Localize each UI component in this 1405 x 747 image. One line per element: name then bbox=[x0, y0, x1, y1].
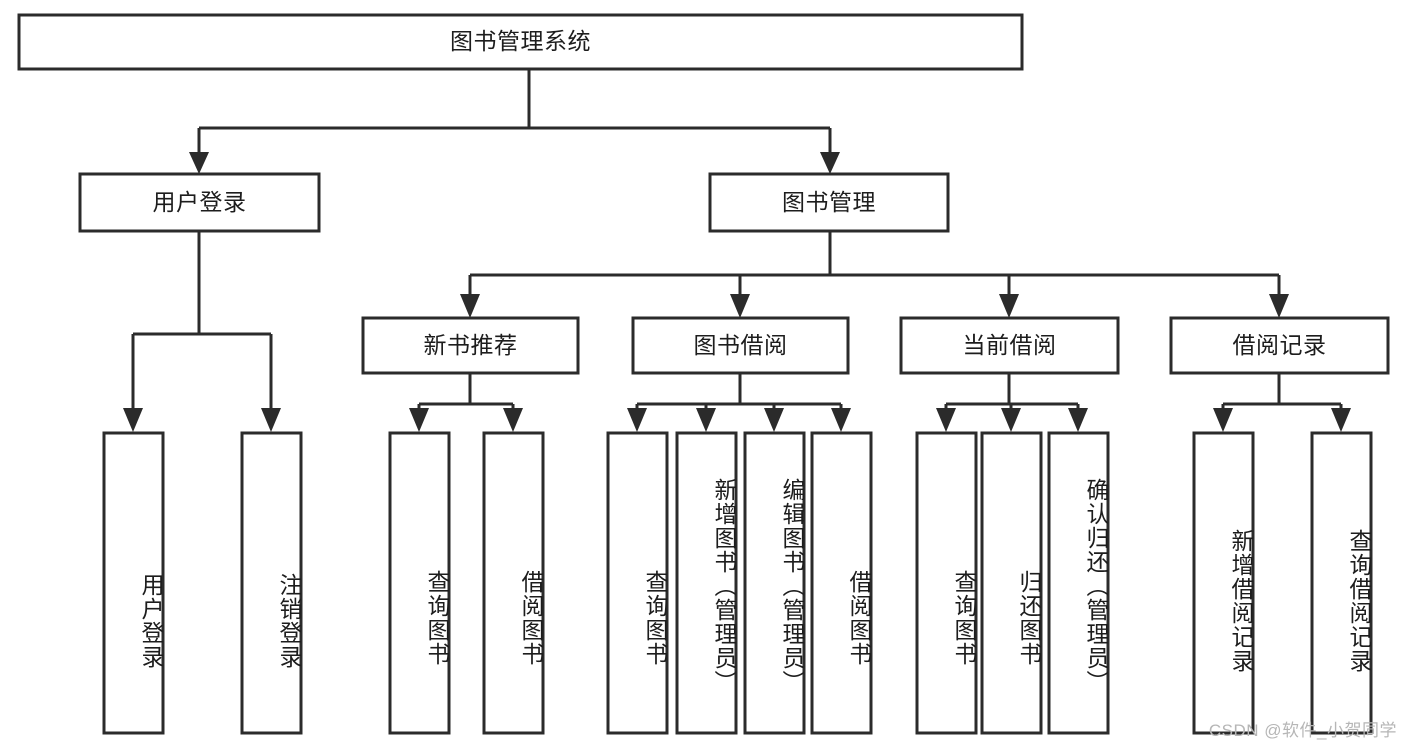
arrow-head-leaf-10 bbox=[1068, 408, 1088, 432]
arrow-head-level3-0 bbox=[460, 294, 480, 318]
node-box-leaf-7[interactable] bbox=[810, 431, 873, 735]
node-box-level3-1[interactable] bbox=[631, 316, 850, 375]
node-box-leaf-4[interactable] bbox=[606, 431, 669, 735]
arrow-head-leaf-2 bbox=[409, 408, 429, 432]
arrow-head-leaf-7 bbox=[831, 408, 851, 432]
arrow-head-level3-2 bbox=[999, 294, 1019, 318]
node-box-leaf-9[interactable] bbox=[980, 431, 1043, 735]
node-box-leaf-5[interactable] bbox=[675, 431, 738, 735]
node-box-level3-3[interactable] bbox=[1169, 316, 1390, 375]
node-box-level3-0[interactable] bbox=[361, 316, 580, 375]
arrow-head-leaf-4 bbox=[627, 408, 647, 432]
arrow-head-leaf-1 bbox=[261, 408, 281, 432]
arrow-head-level2-0 bbox=[189, 152, 209, 174]
arrow-head-leaf-5 bbox=[696, 408, 716, 432]
arrow-head-leaf-12 bbox=[1331, 408, 1351, 432]
node-box-leaf-1[interactable] bbox=[240, 431, 303, 735]
node-box-leaf-10[interactable] bbox=[1047, 431, 1110, 735]
arrow-head-leaf-0 bbox=[123, 408, 143, 432]
node-box-level3-2[interactable] bbox=[899, 316, 1120, 375]
arrow-head-leaf-6 bbox=[764, 408, 784, 432]
arrow-head-level2-1 bbox=[820, 152, 840, 174]
arrow-head-leaf-11 bbox=[1213, 408, 1233, 432]
node-box-level2-1[interactable] bbox=[708, 172, 950, 233]
arrow-head-level3-3 bbox=[1269, 294, 1289, 318]
node-box-root[interactable] bbox=[17, 13, 1024, 71]
arrow-head-leaf-3 bbox=[503, 408, 523, 432]
node-box-level2-0[interactable] bbox=[78, 172, 321, 233]
node-box-leaf-11[interactable] bbox=[1192, 431, 1255, 735]
arrow-head-level3-1 bbox=[730, 294, 750, 318]
csdn-watermark: CSDN @软件_小贺同学 bbox=[1208, 721, 1397, 740]
node-box-leaf-12[interactable] bbox=[1310, 431, 1373, 735]
node-box-leaf-8[interactable] bbox=[915, 431, 978, 735]
node-box-leaf-3[interactable] bbox=[482, 431, 545, 735]
arrow-head-leaf-8 bbox=[936, 408, 956, 432]
arrow-head-leaf-9 bbox=[1001, 408, 1021, 432]
node-box-leaf-2[interactable] bbox=[388, 431, 451, 735]
node-box-leaf-6[interactable] bbox=[743, 431, 806, 735]
node-box-leaf-0[interactable] bbox=[102, 431, 165, 735]
